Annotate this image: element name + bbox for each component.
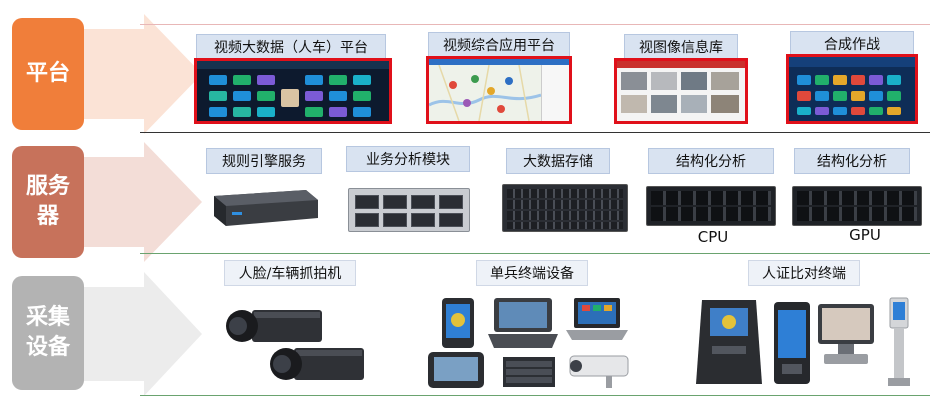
device-label-capture-camera: 人脸/车辆抓拍机 — [224, 260, 356, 286]
id-verify-kiosk-icon — [696, 300, 762, 384]
handheld-phone-icon — [442, 298, 474, 348]
platform-screen-map — [426, 56, 572, 124]
bottom-divider — [140, 395, 930, 396]
tier-collect: 采集 设备 — [12, 276, 84, 390]
platform-label-3: 视图像信息库 — [624, 34, 738, 60]
device-label-soldier-terminal: 单兵终端设备 — [476, 260, 588, 286]
platform-label-2: 视频综合应用平台 — [428, 32, 570, 58]
platform-screen-combat — [786, 54, 918, 124]
platform-screen-bigdata — [194, 58, 392, 124]
tier-server: 服务 器 — [12, 146, 84, 258]
server-label-bigdata-storage: 大数据存储 — [506, 148, 610, 174]
device-label-id-verify-terminal: 人证比对终端 — [748, 260, 860, 286]
id-verify-tablet-icon — [774, 302, 810, 384]
tier-platform: 平台 — [12, 18, 84, 130]
server-structured-cpu-unit — [646, 186, 776, 226]
top-divider — [140, 24, 930, 25]
platform-label-1: 视频大数据（人车）平台 — [196, 34, 386, 60]
platform-label-4: 合成作战 — [790, 31, 914, 57]
server-bigdata-storage-unit — [502, 184, 628, 232]
outdoor-camera-icon — [569, 355, 629, 388]
server-caption-gpu: GPU — [849, 226, 881, 244]
rugged-tablet-icon — [428, 352, 484, 388]
server-row-arrow — [84, 142, 202, 262]
server-collect-divider — [140, 253, 930, 254]
laptop-icon — [566, 298, 628, 340]
id-verify-standing-kiosk-icon — [888, 297, 910, 386]
storage-recorder-icon — [503, 357, 555, 387]
rugged-laptop-icon — [488, 298, 558, 348]
platform-server-divider — [140, 132, 930, 133]
platform-screen-gallery — [614, 58, 748, 124]
server-label-rule-engine: 规则引擎服务 — [206, 148, 322, 174]
capture-camera-icon — [226, 310, 364, 380]
server-label-structured-gpu: 结构化分析 — [794, 148, 910, 174]
server-label-analysis-module: 业务分析模块 — [346, 146, 470, 172]
server-label-structured-cpu: 结构化分析 — [648, 148, 774, 174]
id-verify-desktop-icon — [818, 304, 874, 364]
platform-row-arrow — [84, 14, 202, 134]
server-rule-engine-unit — [214, 190, 318, 226]
server-caption-cpu: CPU — [697, 228, 729, 246]
collect-row-arrow — [84, 272, 202, 396]
server-structured-gpu-unit — [792, 186, 922, 226]
server-analysis-module-unit — [348, 188, 470, 232]
